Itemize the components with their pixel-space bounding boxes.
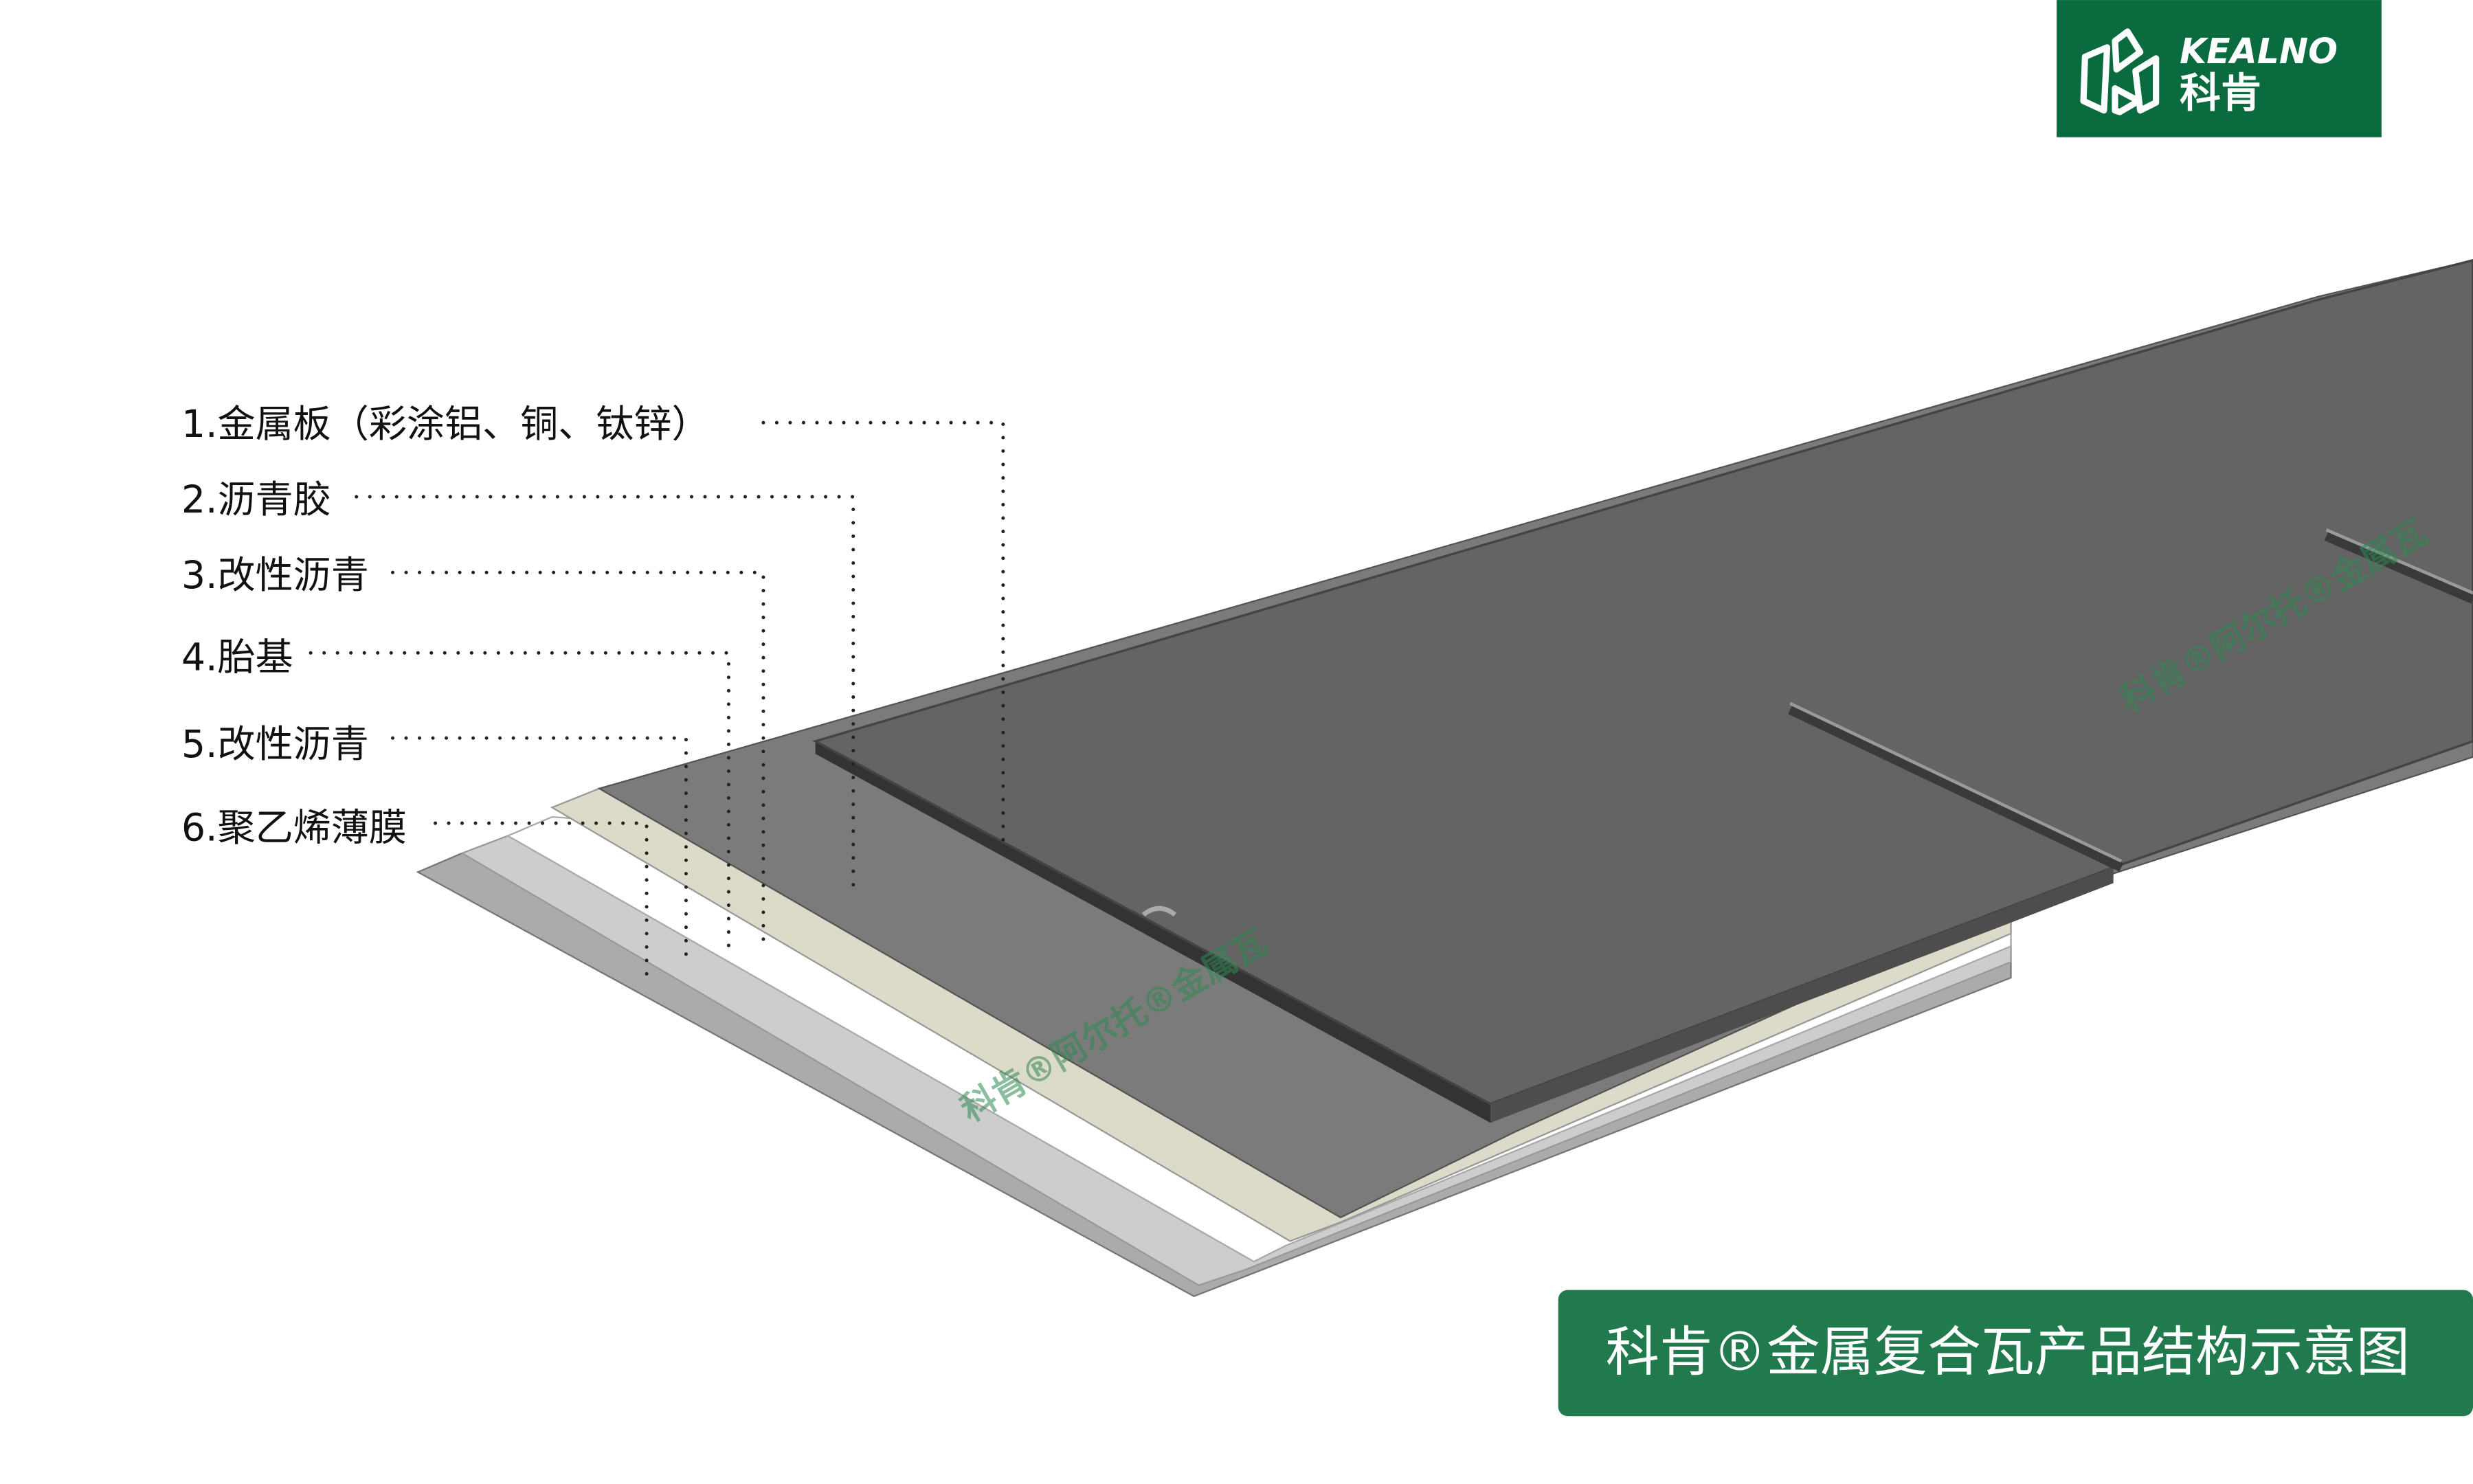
logo-background <box>2057 0 2382 137</box>
layer-1-metal-panel-side <box>815 741 1491 1123</box>
label-layer-6: 6.聚乙烯薄膜 <box>181 805 407 849</box>
logo-name-cn: 科肯 <box>2180 70 2261 117</box>
label-layer-4: 4.胎基 <box>181 636 293 679</box>
logo-k-hexagon-icon <box>2080 28 2160 115</box>
panel-seam <box>1788 532 2473 872</box>
leader-line-1 <box>761 420 1005 846</box>
panel-seam-highlight <box>1789 528 2473 863</box>
leader-line-2 <box>355 495 855 888</box>
leader-line-4 <box>309 651 730 952</box>
brand-logo: KEALNO 科肯 <box>2057 0 2382 137</box>
label-layer-5: 5.改性沥青 <box>181 722 369 766</box>
banner-background <box>1558 1290 2473 1417</box>
layer-labels: 1.金属板（彩涂铝、铜、钛锌） 2.沥青胶 3.改性沥青 4.胎基 5.改性沥青… <box>181 402 710 850</box>
leader-line-3 <box>391 570 765 945</box>
logo-name-en: KEALNO <box>2180 31 2338 71</box>
leader-line-6 <box>433 821 649 989</box>
layer-fold-notch <box>1141 906 1177 917</box>
title-banner: 科肯®金属复合瓦产品结构示意图 <box>1558 1290 2473 1417</box>
layer-stack <box>416 259 2473 1298</box>
label-layer-1: 1.金属板（彩涂铝、铜、钛锌） <box>181 402 710 446</box>
leader-lines <box>309 420 1005 989</box>
layer-1-metal-panel-front-edge <box>1490 867 2114 1123</box>
label-layer-2: 2.沥青胶 <box>181 477 331 521</box>
banner-title: 科肯®金属复合瓦产品结构示意图 <box>1606 1322 2410 1384</box>
leader-line-5 <box>391 736 688 967</box>
label-layer-3: 3.改性沥青 <box>181 553 369 597</box>
